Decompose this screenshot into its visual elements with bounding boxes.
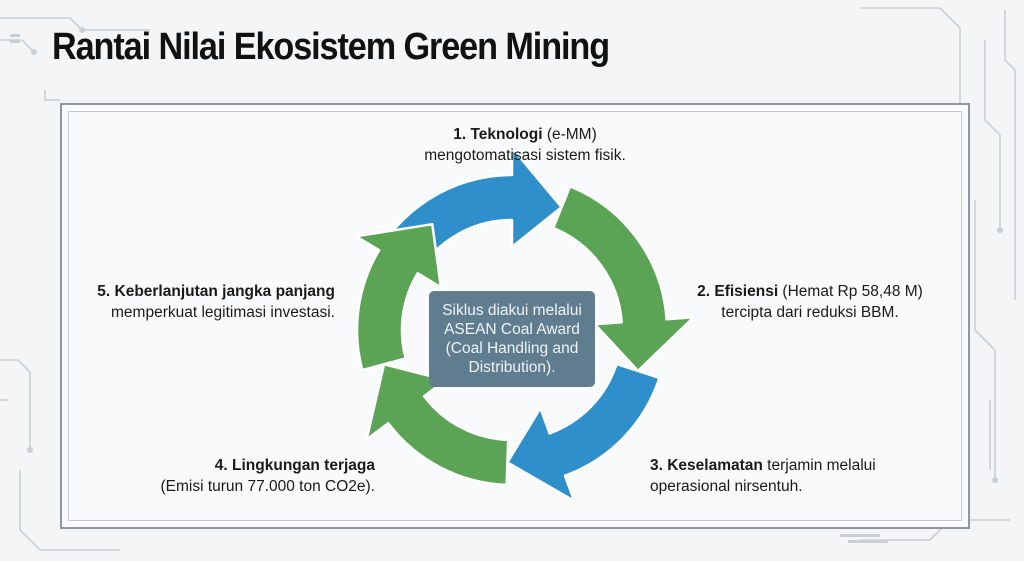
center-label: Siklus diakui melalui ASEAN Coal Award (…	[442, 302, 582, 376]
step-title: 3. Keselamatan	[650, 457, 763, 474]
arrow-keberlanjutan	[354, 222, 443, 372]
step-detail: (Hemat Rp 58,48 M)	[778, 283, 923, 300]
step-description: mengotomatisasi sistem fisik.	[424, 147, 626, 164]
step-title: 1. Teknologi	[453, 126, 543, 143]
step-description: (Emisi turun 77.000 ton CO2e).	[160, 478, 375, 495]
arrow-keselamatan	[506, 362, 661, 503]
step-title: 2. Efisiensi	[697, 283, 779, 300]
step-description: tercipta dari reduksi BBM.	[721, 304, 899, 321]
step-lingkungan: 4. Lingkungan terjaga (Emisi turun 77.00…	[140, 455, 375, 497]
page-title: Rantai Nilai Ekosistem Green Mining	[52, 26, 610, 68]
step-keberlanjutan: 5. Keberlanjutan jangka panjang memperku…	[90, 281, 335, 323]
step-keselamatan: 3. Keselamatan terjamin melalui operasio…	[650, 455, 876, 497]
step-teknologi: 1. Teknologi (e-MM) mengotomatisasi sist…	[380, 124, 670, 166]
step-title: 4. Lingkungan terjaga	[214, 457, 375, 474]
center-label-box: Siklus diakui melalui ASEAN Coal Award (…	[429, 291, 595, 387]
arrow-lingkungan	[365, 363, 510, 487]
step-description: memperkuat legitimasi investasi.	[111, 304, 335, 321]
panel-inner-border	[68, 111, 962, 521]
step-title: 5. Keberlanjutan jangka panjang	[97, 283, 335, 300]
step-description: operasional nirsentuh.	[650, 478, 803, 495]
step-detail: terjamin melalui	[762, 457, 876, 474]
arrow-efisiensi	[551, 185, 695, 373]
step-detail: (e-MM)	[542, 126, 597, 143]
step-efisiensi: 2. Efisiensi (Hemat Rp 58,48 M) tercipta…	[695, 281, 925, 323]
